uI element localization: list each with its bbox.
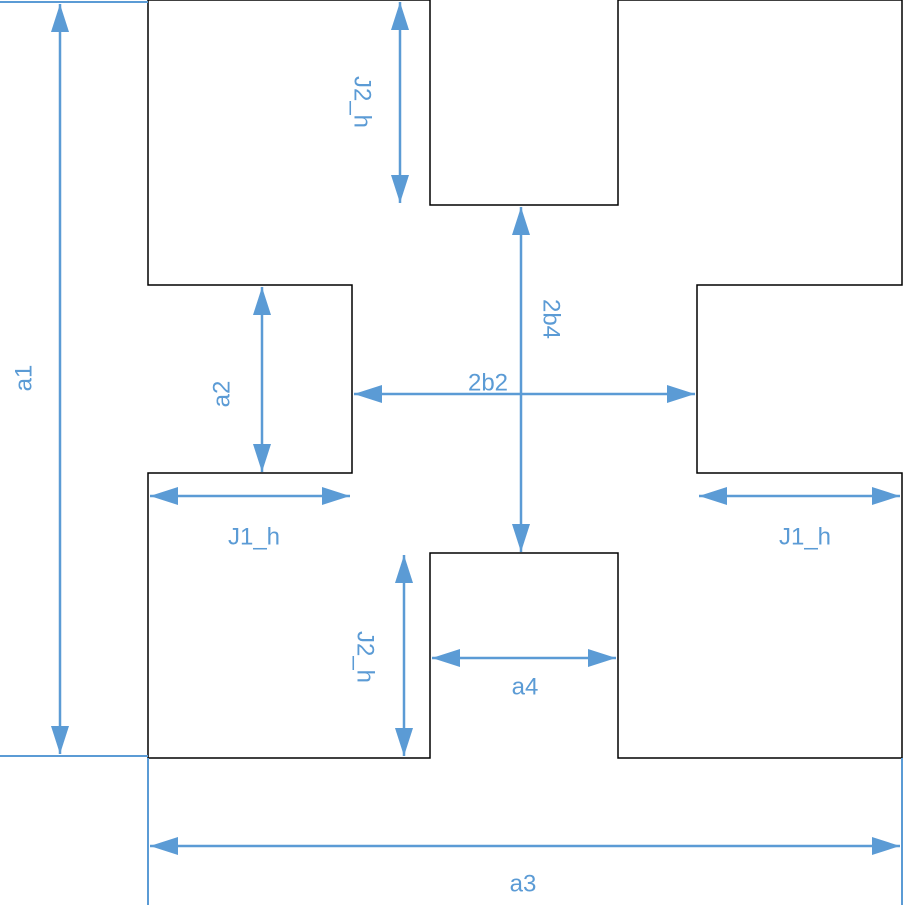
j1-h-left-arrowhead-right — [322, 487, 350, 505]
a2-arrowhead-up — [253, 287, 271, 315]
j2-h-bottom-arrowhead-down — [395, 728, 413, 756]
a3-arrowhead-right — [872, 837, 900, 855]
a4-arrowhead-left — [432, 649, 460, 667]
label-j1-h-right: J1_h — [779, 524, 831, 551]
j1-h-right-arrowhead-left — [699, 487, 727, 505]
arrowheads — [51, 2, 900, 855]
b2-arrowhead-right — [667, 385, 695, 403]
label-a4: a4 — [512, 674, 539, 701]
label-a2: a2 — [209, 381, 236, 408]
j2-h-top-arrowhead-up — [391, 2, 409, 30]
b4-arrowhead-up — [512, 207, 530, 235]
label-a3: a3 — [510, 871, 537, 898]
j2-h-bottom-arrowhead-up — [395, 555, 413, 583]
j1-h-right-arrowhead-right — [872, 487, 900, 505]
j1-h-left-arrowhead-left — [150, 487, 178, 505]
dimension-labels: a1 a2 2b4 J2_h J2_h 2b2 J1_h J1_h a4 a3 — [11, 76, 832, 898]
label-2b4: 2b4 — [538, 299, 565, 339]
a1-arrowhead-down — [51, 726, 69, 754]
label-2b2: 2b2 — [468, 370, 508, 397]
label-j2-h-top: J2_h — [349, 76, 376, 128]
a4-arrowhead-right — [588, 649, 616, 667]
a2-arrowhead-down — [253, 444, 271, 472]
dimension-lines — [58, 2, 900, 848]
label-a1: a1 — [11, 365, 38, 392]
label-j1-h-left: J1_h — [228, 524, 280, 551]
a3-arrowhead-left — [150, 837, 178, 855]
label-j2-h-bottom: J2_h — [352, 631, 379, 683]
b4-arrowhead-down — [512, 524, 530, 552]
j2-h-top-arrowhead-down — [391, 175, 409, 203]
a1-arrowhead-up — [51, 4, 69, 32]
b2-arrowhead-left — [354, 385, 382, 403]
